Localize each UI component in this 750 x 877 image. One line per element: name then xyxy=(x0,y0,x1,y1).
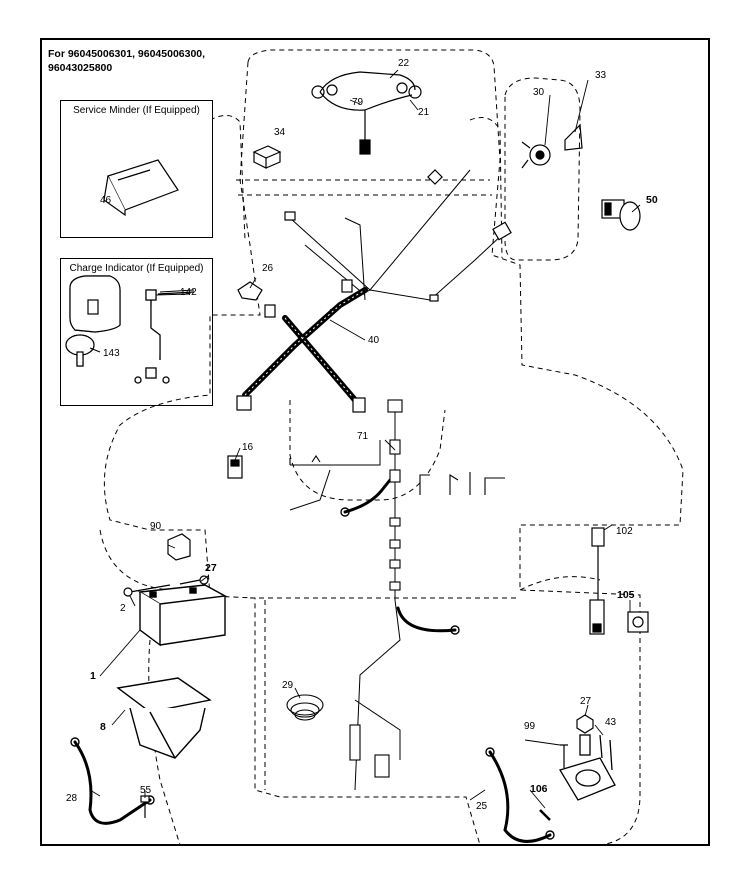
part-label-16: 16 xyxy=(242,442,254,453)
part-33-bracket xyxy=(564,123,583,151)
part-label-33: 33 xyxy=(595,70,607,81)
part-label-99: 99 xyxy=(524,721,536,732)
part-16-relay xyxy=(227,455,243,479)
part-label-143: 143 xyxy=(103,348,120,359)
part-label-30: 30 xyxy=(533,87,545,98)
part-label-46: 46 xyxy=(100,195,112,206)
part-label-29: 29 xyxy=(282,680,294,691)
part-label-105: 105 xyxy=(617,589,635,601)
part-label-2: 2 xyxy=(120,603,126,614)
leader-lines xyxy=(89,69,641,809)
part-label-43: 43 xyxy=(605,717,617,728)
charge-indicator-title: Charge Indicator (If Equipped) xyxy=(61,263,212,274)
part-label-8: 8 xyxy=(100,721,106,733)
part-26-clip xyxy=(237,281,263,301)
part-label-55: 55 xyxy=(140,785,152,796)
part-label-27-solenoid: 27 xyxy=(580,696,592,707)
part-label-27-battery: 27 xyxy=(205,562,217,574)
headlight-harness xyxy=(311,71,422,155)
battery-cables xyxy=(73,478,552,843)
inset-leaders xyxy=(89,291,195,353)
charge-indicator-inset: Charge Indicator (If Equipped) xyxy=(60,258,213,406)
model-numbers-line-2: 96043025800 xyxy=(48,62,113,74)
part-label-106: 106 xyxy=(530,783,548,795)
part-106-cable xyxy=(539,809,551,821)
service-minder-title: Service Minder (If Equipped) xyxy=(73,105,200,116)
part-label-25: 25 xyxy=(476,801,488,812)
part-29-coil xyxy=(286,694,324,721)
part-102-assembly xyxy=(589,527,605,635)
part-label-71: 71 xyxy=(357,431,369,442)
part-105-switch xyxy=(627,611,649,633)
part-label-102: 102 xyxy=(616,526,633,537)
part-99-screw xyxy=(560,744,568,768)
part-label-50: 50 xyxy=(646,194,658,206)
part-label-79: 79 xyxy=(352,97,364,108)
part-90-bracket xyxy=(167,533,191,561)
part-label-40: 40 xyxy=(368,335,380,346)
part-label-90: 90 xyxy=(150,521,162,532)
part-label-34: 34 xyxy=(274,127,286,138)
part-30-connector xyxy=(521,141,551,169)
part-label-26: 26 xyxy=(262,263,274,274)
part-label-22: 22 xyxy=(398,58,410,69)
battery-cable-terminals xyxy=(70,507,555,840)
harness-connectors xyxy=(236,169,512,413)
part-34-switch xyxy=(252,145,282,169)
battery-1 xyxy=(137,584,228,647)
service-minder-art xyxy=(103,159,179,217)
part-label-28: 28 xyxy=(66,793,78,804)
part-71-connectors xyxy=(289,399,505,778)
part-label-142: 142 xyxy=(180,287,197,298)
part-label-21: 21 xyxy=(418,107,430,118)
model-numbers-line-1: For 96045006301, 96045006300, xyxy=(48,48,206,60)
battery-tray-8 xyxy=(116,677,212,759)
starter-solenoid-43 xyxy=(559,734,616,801)
part-label-1: 1 xyxy=(90,670,96,682)
diagram-frame xyxy=(40,38,710,846)
charge-indicator-art xyxy=(65,275,170,384)
